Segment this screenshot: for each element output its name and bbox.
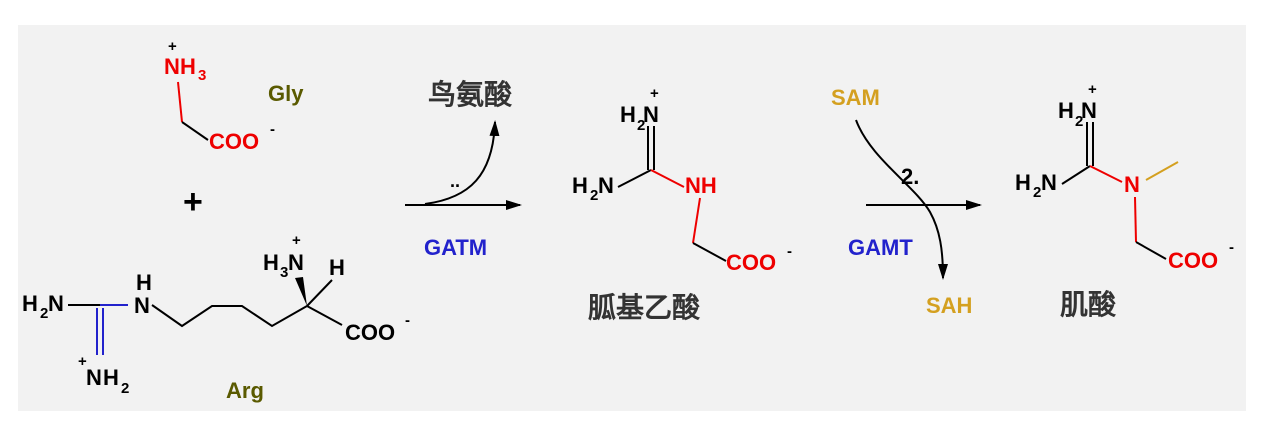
cr-iminium-h: H bbox=[1058, 98, 1074, 123]
gly-carboxylate-charge: - bbox=[270, 121, 275, 138]
arg-iminium-sub: 2 bbox=[121, 380, 129, 397]
arg-nh-h: H bbox=[136, 270, 152, 295]
cr-iminium-charge: + bbox=[1088, 81, 1097, 98]
arg-iminium-charge: + bbox=[78, 353, 87, 370]
step2-reaction: SAM 2. GAMT SAH bbox=[831, 85, 982, 318]
gaa-amino-h: H bbox=[572, 173, 588, 198]
step2-product-label: SAH bbox=[926, 293, 972, 318]
glycine-molecule: + N H 3 Gly COO - bbox=[164, 38, 304, 154]
gly-bond-c-c bbox=[181, 121, 209, 141]
arg-bond-ca-c bbox=[306, 305, 343, 326]
gly-amine-charge: + bbox=[168, 38, 177, 55]
step1-marker: .. bbox=[450, 171, 460, 191]
gaa-amino-sub: 2 bbox=[590, 187, 598, 204]
arg-amino-sub: 2 bbox=[40, 305, 48, 322]
arg-side-chain bbox=[151, 304, 308, 328]
step2-cofactor-arrow bbox=[855, 119, 948, 280]
arg-alpha-amine-charge: + bbox=[292, 232, 301, 249]
step1-enzyme-label: GATM bbox=[424, 235, 487, 260]
cr-carboxylate: COO bbox=[1168, 248, 1218, 273]
step1-byproduct-label: 鸟氨酸 bbox=[428, 78, 513, 110]
gaa-amino-n: N bbox=[598, 173, 614, 198]
gaa-iminium-charge: + bbox=[650, 85, 659, 102]
cr-bond-n-methyl bbox=[1145, 161, 1179, 181]
cr-bond-nh2-c bbox=[1061, 165, 1091, 185]
diagram-background bbox=[18, 25, 1246, 411]
gly-bond-n-c bbox=[177, 81, 183, 123]
arg-label: Arg bbox=[226, 378, 264, 403]
cr-amino-n: N bbox=[1041, 170, 1057, 195]
cr-carboxylate-charge: - bbox=[1229, 239, 1234, 256]
gaa-bond-c-nh bbox=[650, 169, 685, 188]
gaa-nh: NH bbox=[685, 173, 717, 198]
gaa-carboxylate: COO bbox=[726, 250, 776, 275]
gaa-iminium-sub: 2 bbox=[637, 117, 645, 134]
gaa-bond-ch2-c bbox=[692, 242, 727, 262]
cr-label: 肌酸 bbox=[1060, 289, 1117, 320]
gly-label: Gly bbox=[268, 81, 304, 106]
arg-iminium-h: H bbox=[103, 365, 119, 390]
gaa-iminium-n: N bbox=[643, 102, 659, 127]
gaa-label: 胍基乙酸 bbox=[588, 292, 701, 323]
arg-amino-h: H bbox=[22, 291, 38, 316]
step1-reaction: .. 鸟氨酸 GATM bbox=[405, 78, 522, 260]
arg-iminium-n: N bbox=[86, 365, 102, 390]
cr-n: N bbox=[1124, 172, 1140, 197]
gaa-double-bond bbox=[647, 126, 655, 170]
gaa-bond-nh2-c bbox=[617, 169, 652, 188]
arg-amino-n: N bbox=[48, 291, 64, 316]
cr-amino-sub: 2 bbox=[1033, 184, 1041, 201]
cr-iminium-n: N bbox=[1081, 98, 1097, 123]
gly-carboxylate: COO bbox=[209, 129, 259, 154]
arg-alpha-amine-n: N bbox=[288, 250, 304, 275]
plus-sign: + bbox=[183, 183, 203, 221]
arg-carboxylate-charge: - bbox=[405, 312, 410, 329]
arginine-molecule: H 2 N H N + N H 2 H 3 N + H COO - Arg bbox=[22, 232, 410, 403]
creatine-molecule: H 2 N + H 2 N N COO - 肌酸 bbox=[1015, 81, 1234, 320]
guanidinoacetate-molecule: H 2 N + H 2 N NH COO - 胍基乙酸 bbox=[572, 85, 792, 323]
step2-enzyme-label: GAMT bbox=[848, 235, 913, 260]
step2-donor-label: SAM bbox=[831, 85, 880, 110]
step1-byproduct-arrow bbox=[424, 120, 500, 205]
arg-alpha-h: H bbox=[329, 255, 345, 280]
arg-wedge-bond bbox=[295, 277, 307, 306]
cr-bond-c-n bbox=[1089, 165, 1123, 183]
gly-amine-h: H bbox=[180, 54, 196, 79]
cr-bond-ch2-c bbox=[1135, 241, 1167, 260]
arg-nh-n: N bbox=[134, 293, 150, 318]
cr-bond-n-ch2 bbox=[1134, 196, 1137, 243]
gaa-iminium-h: H bbox=[620, 102, 636, 127]
arg-bond-ca-h bbox=[306, 279, 333, 307]
gly-amine-sub: 3 bbox=[198, 67, 206, 84]
gly-amine-n: N bbox=[164, 54, 180, 79]
arg-carboxylate: COO bbox=[345, 320, 395, 345]
cr-amino-h: H bbox=[1015, 170, 1031, 195]
arg-double-bond bbox=[96, 308, 104, 355]
arg-alpha-amine-h: H bbox=[263, 250, 279, 275]
step2-number: 2. bbox=[901, 164, 919, 189]
cr-double-bond bbox=[1086, 122, 1094, 166]
gaa-carboxylate-charge: - bbox=[787, 243, 792, 260]
gaa-bond-nh-ch2 bbox=[692, 197, 701, 244]
arg-alpha-amine-sub: 3 bbox=[280, 264, 288, 281]
cr-iminium-sub: 2 bbox=[1075, 113, 1083, 130]
